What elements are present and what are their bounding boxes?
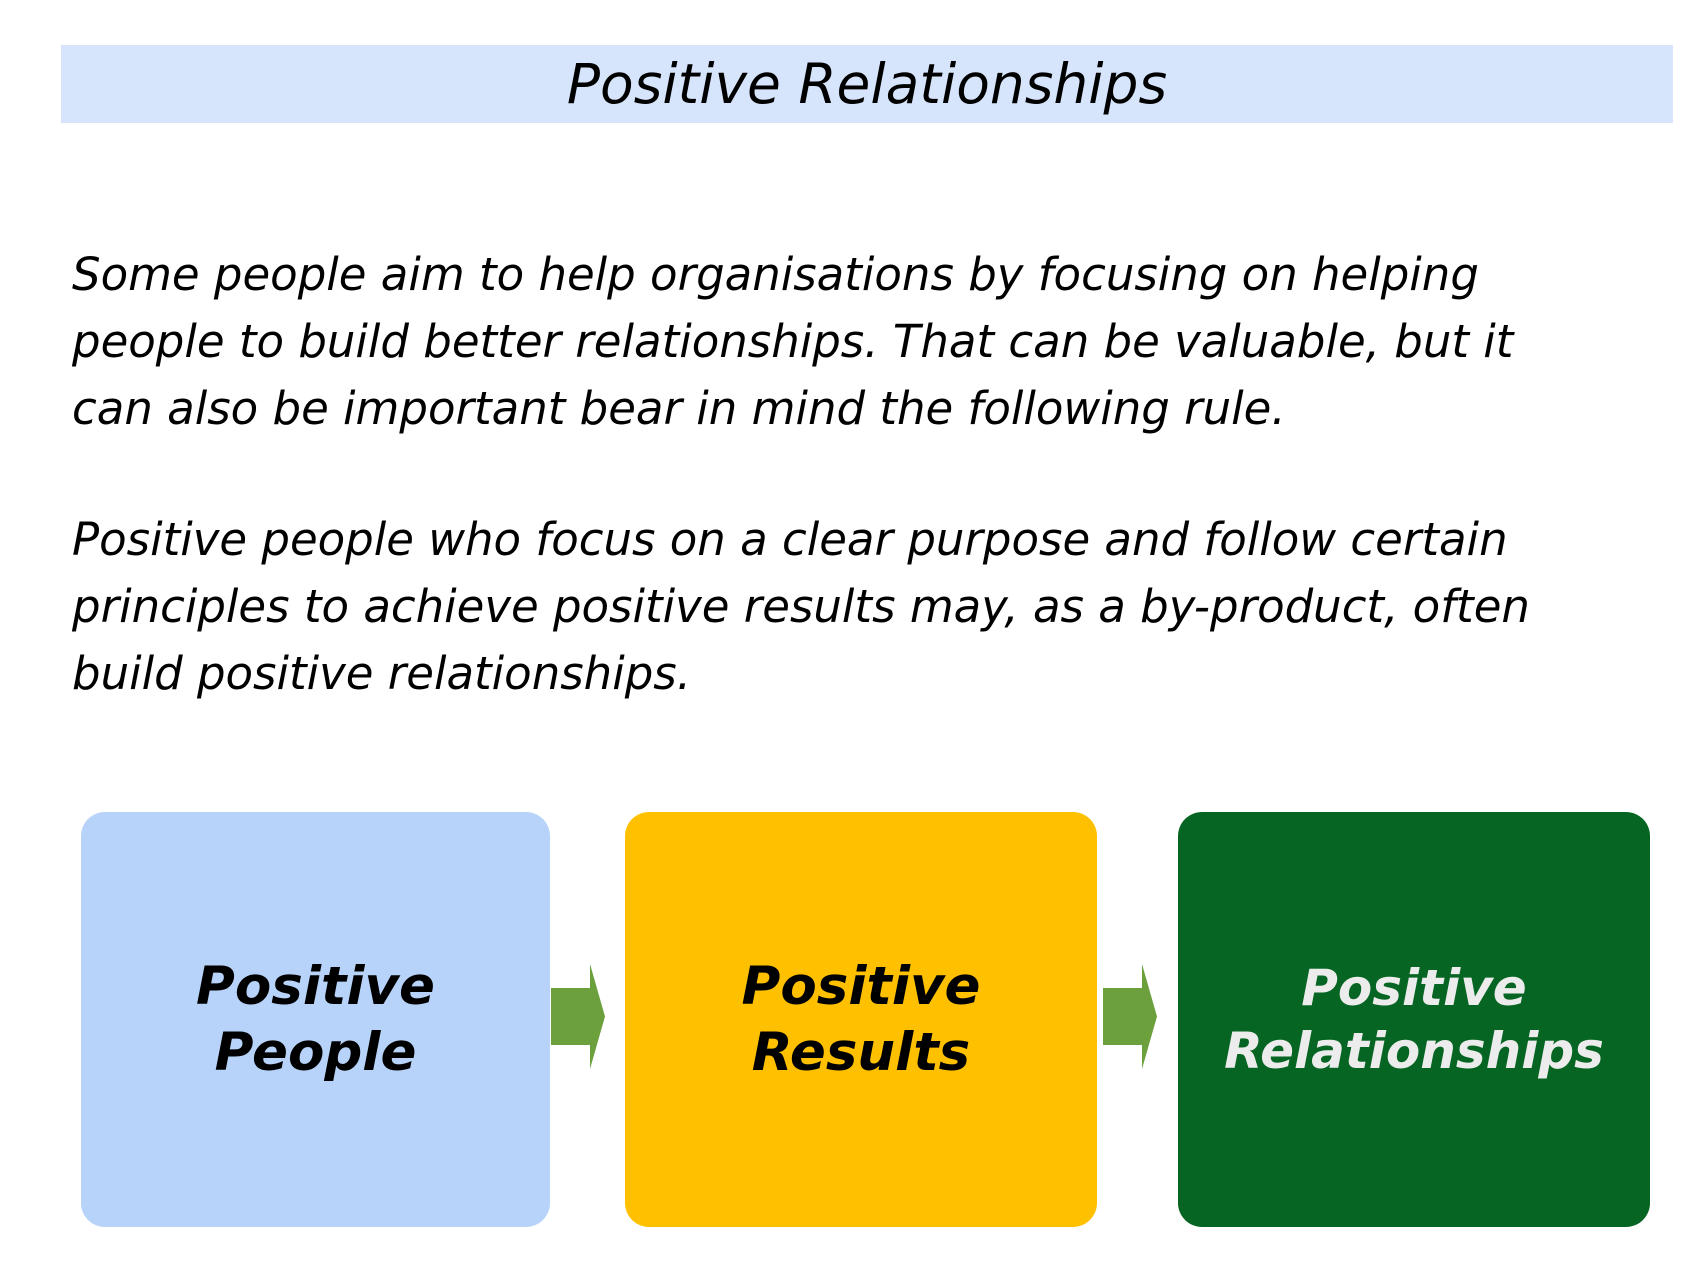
title-banner: Positive Relationships xyxy=(61,45,1673,123)
arrow-right-icon xyxy=(1103,964,1157,1069)
text-line: can also be important bear in mind the f… xyxy=(72,382,1286,435)
text-line: Some people aim to help organisations by… xyxy=(72,248,1479,301)
box-positive-people: Positive People xyxy=(81,812,550,1227)
arrow-right-icon xyxy=(551,964,605,1069)
rule-paragraph: Positive people who focus on a clear pur… xyxy=(72,506,1530,707)
page-title: Positive Relationships xyxy=(566,52,1168,116)
box-positive-results: Positive Results xyxy=(625,812,1097,1227)
text-line: principles to achieve positive results m… xyxy=(72,580,1530,633)
box-label-line: Positive xyxy=(741,955,981,1017)
box-label-line: Results xyxy=(751,1021,971,1083)
box-positive-relationships: Positive Relationships xyxy=(1178,812,1650,1227)
text-line: build positive relationships. xyxy=(72,647,692,700)
text-line: Positive people who focus on a clear pur… xyxy=(72,513,1508,566)
intro-paragraph: Some people aim to help organisations by… xyxy=(72,241,1513,442)
box-label-line: Relationships xyxy=(1224,1021,1604,1080)
box-label-line: Positive xyxy=(196,955,435,1017)
box-label-line: People xyxy=(214,1021,417,1083)
text-line: people to build better relationships. Th… xyxy=(72,315,1514,368)
box-label-line: Positive xyxy=(1301,958,1527,1017)
